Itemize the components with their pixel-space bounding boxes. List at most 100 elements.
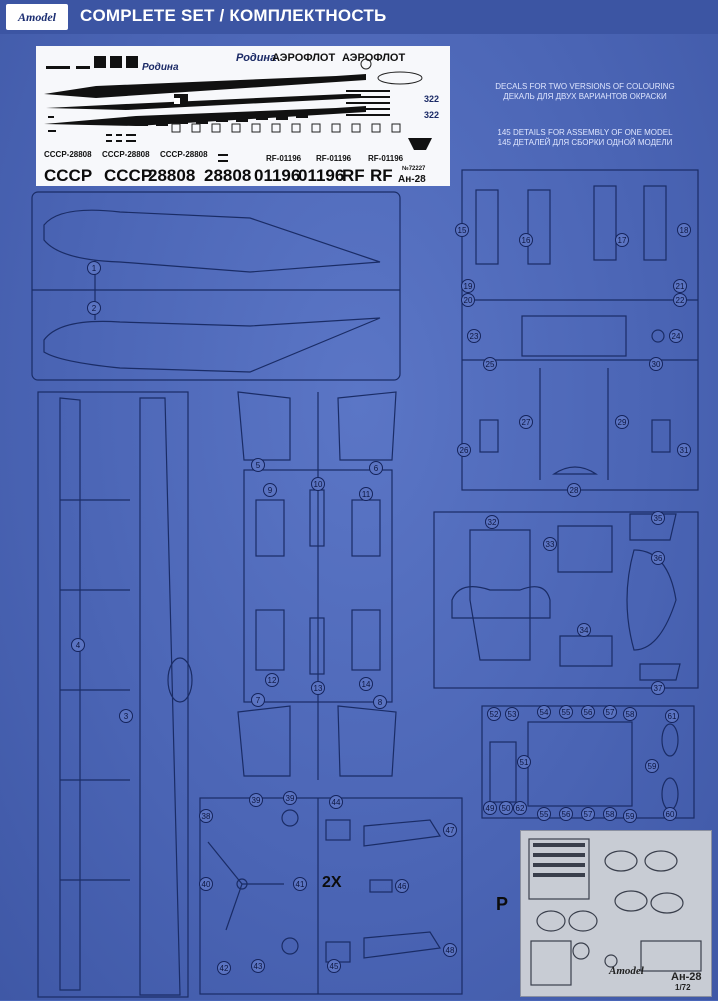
part-number-marker: 30 — [649, 357, 663, 371]
part-number-marker: 40 — [199, 877, 213, 891]
part-number-circle — [603, 705, 617, 719]
part-number-circle — [359, 677, 373, 691]
part-number-circle — [677, 223, 691, 237]
part-number-marker: 46 — [395, 879, 409, 893]
part-number-marker: 3 — [119, 709, 133, 723]
part-number-marker: 4 — [71, 638, 85, 652]
part-number-marker: 22 — [673, 293, 687, 307]
part-number-label: 56 — [584, 708, 593, 717]
cabin-sprue-frame — [433, 511, 699, 689]
part-number-marker: 20 — [461, 293, 475, 307]
part-number-label: 11 — [362, 490, 371, 499]
part-number-circle — [199, 809, 213, 823]
part-number-marker: 49 — [483, 801, 497, 815]
part-number-marker: 59 — [645, 759, 659, 773]
part-number-marker: 52 — [487, 707, 501, 721]
part-number-circle — [359, 487, 373, 501]
part-number-label: 15 — [458, 226, 467, 235]
part-number-label: 37 — [654, 684, 663, 693]
part-number-circle — [537, 807, 551, 821]
part-number-circle — [467, 329, 481, 343]
aeroflot-decal-2: АЭРОФЛОТ — [342, 52, 406, 64]
big-reg-4: 28808 — [204, 166, 252, 185]
part-number-circle — [663, 807, 677, 821]
part-number-marker: 45 — [327, 959, 341, 973]
part-number-circle — [373, 695, 387, 709]
part-number-label: 26 — [460, 446, 469, 455]
part-number-marker: 25 — [483, 357, 497, 371]
part-number-label: 23 — [470, 332, 479, 341]
pe-artwork — [528, 838, 702, 986]
part-number-circle — [455, 223, 469, 237]
details-info: 145 DETAILS FOR ASSEMBLY OF ONE MODEL 14… — [470, 128, 700, 148]
part-number-label: 31 — [680, 446, 689, 455]
part-number-marker: 55 — [559, 705, 573, 719]
part-number-circle — [513, 801, 527, 815]
part-number-label: 40 — [202, 880, 211, 889]
part-number-label: 55 — [562, 708, 571, 717]
part-number-label: 5 — [256, 461, 261, 470]
part-number-circle — [485, 515, 499, 529]
part-number-label: 42 — [220, 964, 229, 973]
part-number-circle — [87, 261, 101, 275]
part-number-marker: 56 — [559, 807, 573, 821]
part-number-circle — [265, 673, 279, 687]
part-number-circle — [443, 823, 457, 837]
part-number-marker: 37 — [651, 681, 665, 695]
part-number-marker: 57 — [603, 705, 617, 719]
part-number-circle — [559, 807, 573, 821]
part-number-circle — [251, 458, 265, 472]
part-number-label: 14 — [362, 680, 371, 689]
pe-sheet-letter: P — [496, 894, 509, 914]
part-number-circle — [517, 755, 531, 769]
part-number-marker: 13 — [311, 681, 325, 695]
part-number-marker: 42 — [217, 961, 231, 975]
part-number-marker: 33 — [543, 537, 557, 551]
part-number-marker: 12 — [265, 673, 279, 687]
part-number-circle — [461, 279, 475, 293]
part-number-marker: 44 — [329, 795, 343, 809]
part-number-label: 58 — [606, 810, 615, 819]
part-number-marker: 15 — [455, 223, 469, 237]
big-reg-3: 28808 — [148, 166, 196, 185]
part-number-label: 3 — [124, 712, 129, 721]
big-reg-2: СССР — [104, 166, 153, 185]
part-number-label: 61 — [668, 712, 677, 721]
part-number-marker: 1 — [87, 261, 101, 275]
big-reg-5: 01196 — [254, 166, 301, 185]
reg-decal-b: СССР-28808 — [102, 150, 150, 159]
part-number-label: 39 — [286, 794, 295, 803]
part-number-circle — [199, 877, 213, 891]
part-number-marker: 10 — [311, 477, 325, 491]
part-number-marker: 28 — [567, 483, 581, 497]
part-number-label: 38 — [202, 812, 211, 821]
decal-artwork — [44, 56, 432, 162]
part-number-circle — [673, 279, 687, 293]
part-number-label: 50 — [502, 804, 511, 813]
part-number-label: 30 — [652, 360, 661, 369]
part-number-label: 49 — [486, 804, 495, 813]
part-number-circle — [673, 293, 687, 307]
decals-info-ru: ДЕКАЛЬ ДЛЯ ДВУХ ВАРИАНТОВ ОКРАСКИ — [503, 92, 667, 101]
rodina-decal-2: Родина — [142, 62, 179, 73]
part-number-marker: 60 — [663, 807, 677, 821]
reg-decal-c: СССР-28808 — [160, 150, 208, 159]
rf-decal-a: RF-01196 — [266, 154, 302, 163]
part-number-label: 34 — [580, 626, 589, 635]
part-number-circle — [263, 483, 277, 497]
part-number-marker: 11 — [359, 487, 373, 501]
part-number-marker: 27 — [519, 415, 533, 429]
brand-name: Amodel — [18, 9, 56, 24]
part-number-label: 12 — [268, 676, 277, 685]
part-number-marker: 48 — [443, 943, 457, 957]
part-number-label: 13 — [314, 684, 323, 693]
part-number-label: 44 — [332, 798, 341, 807]
page-title: COMPLETE SET / КОМПЛЕКТНОСТЬ — [80, 6, 387, 25]
part-number-label: 55 — [540, 810, 549, 819]
part-number-marker: 38 — [199, 809, 213, 823]
part-number-label: 7 — [256, 696, 261, 705]
part-number-marker: 57 — [581, 807, 595, 821]
part-number-label: 20 — [464, 296, 473, 305]
part-number-circle — [649, 357, 663, 371]
part-number-marker: 6 — [369, 461, 383, 475]
